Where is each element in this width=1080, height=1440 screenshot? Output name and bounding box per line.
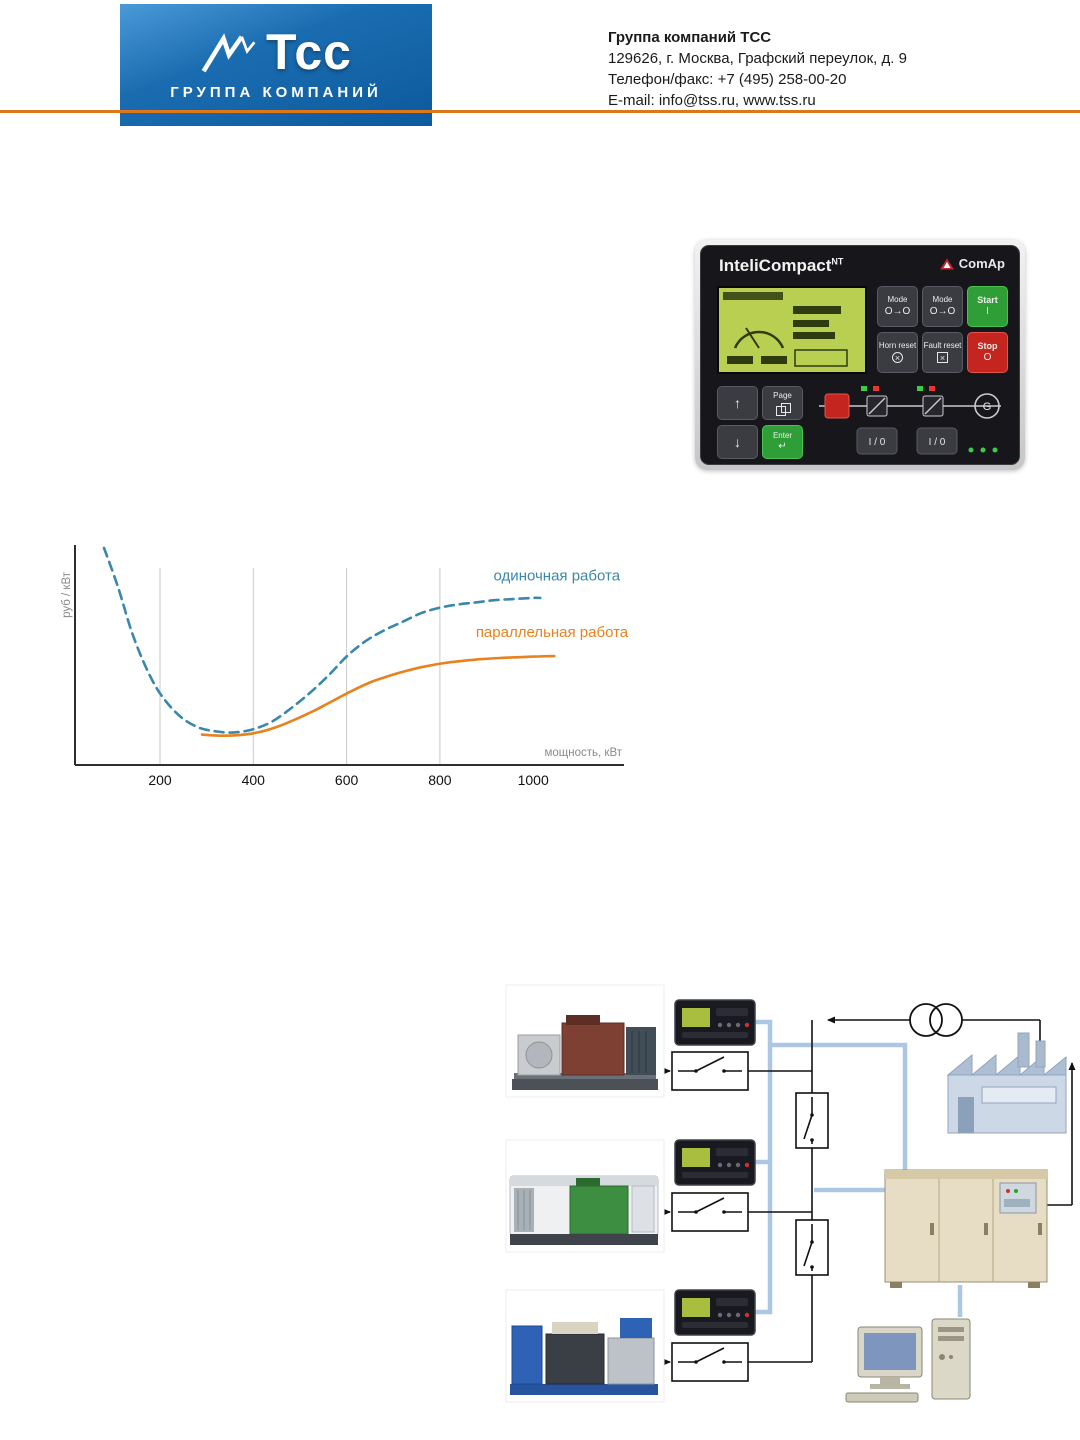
company-phone: Телефон/факс: +7 (495) 258-00-20 [608,71,847,88]
comap-triangle-icon [939,258,954,269]
logo-subtitle: ГРУППА КОМПАНИЙ [170,83,382,101]
monitoring-computer-illustration [845,1318,971,1403]
enter-label: Enter [772,430,793,440]
genset-photo-1 [505,984,665,1098]
start-label: Start [977,294,998,305]
x-tick-label-400: 400 [242,772,266,788]
mode-right-label: Mode [932,295,953,305]
controller-module-3 [674,1289,756,1336]
fault-reset-icon: × [937,352,948,364]
company-address: 129626, г. Москва, Графский переулок, д.… [608,50,907,67]
x-axis-label: мощность, кВт [545,747,623,759]
enter-icon: ↵ [778,441,787,453]
cost-vs-power-chart: 200 400 600 800 1000 мощность, кВт руб / кВт од… [58,538,638,798]
gcb-io-label: I / 0 [929,437,946,448]
mode-right-button: Mode O→O [922,286,963,327]
stop-button: Stop O [967,332,1008,373]
genset-photo-3 [505,1289,665,1403]
mcb-io-label: I / 0 [869,437,886,448]
start-mark-icon: I [986,306,989,318]
x-tick-label-600: 600 [335,772,359,788]
section-breaker-symbol-1 [795,1092,829,1149]
fault-reset-button: Fault reset × [922,332,963,373]
mcb-io-button [856,427,898,455]
down-button: ↓ [717,425,758,459]
lcd-display [717,286,867,374]
chart-svg: 200 400 600 800 1000 мощность, кВт руб / кВт од… [61,545,629,788]
x-tick-label-200: 200 [148,772,172,788]
up-button: ↑ [717,386,758,420]
lcd-gauge-arc [733,330,785,349]
page-icon [776,402,791,416]
y-axis-label: руб / кВт [61,571,73,618]
logo-text: Тсс [265,23,352,80]
mode-left-label: Mode [887,295,908,305]
stop-label: Stop [977,340,998,351]
mode-cycle-icon: O→O [884,305,911,317]
comap-logo: ComAp [939,256,1005,271]
series-curve-0 [102,546,542,734]
lcd-graphics [723,292,848,367]
mode-left-button: Mode O→O [877,286,918,327]
x-tick-label-800: 800 [428,772,452,788]
page-label: Page [773,391,792,401]
section-breaker-symbol-2 [795,1219,829,1276]
generator-symbol-icon [974,393,1000,419]
logo-row: Тсс [200,23,352,80]
tss-logo: Тсс ГРУППА КОМПАНИЙ [120,4,432,126]
genset-breaker-symbol-3 [671,1342,749,1382]
series-label-1: параллельная работа [476,624,629,641]
company-contact-block: Группа компаний ТСС 129626, г. Москва, Г… [608,27,907,111]
led-green-icon [917,386,923,391]
status-led-icon [980,447,986,453]
lcd-gauge-needle [745,327,760,349]
controller-title-text: InteliCompact [719,256,832,275]
enter-button: Enter ↵ [762,425,803,459]
horn-mute-icon: × [892,352,903,364]
arrow-up-icon: ↑ [734,395,741,411]
horn-reset-label: Horn reset [878,340,917,350]
gcb-io-button [916,427,958,455]
comap-logo-text: ComAp [958,256,1005,271]
generator-symbol-letter: G [983,401,992,413]
controller-module-1 [674,999,756,1046]
mimic-diagram: G I / 0 I / 0 [819,386,1001,455]
controller-title-sup: NT [831,256,844,267]
factory-building-illustration [946,1032,1067,1134]
horn-reset-button: Horn reset × [877,332,918,373]
company-name: Группа компаний ТСС [608,29,772,46]
parallel-operation-scheme [480,975,1080,1420]
stop-mark-icon: O [983,352,992,364]
led-green-icon [861,386,867,391]
status-led-icon [992,447,998,453]
controller-title: InteliCompactNT [719,256,843,276]
arrow-down-icon: ↓ [734,434,741,450]
scheme-svg [505,984,1076,1403]
controller-panel: InteliCompactNT ComAp Mo [700,245,1020,465]
switchgear-cabinet-illustration [884,1169,1048,1288]
series-curve-1 [200,654,556,738]
series-label-0: одиночная работа [494,568,621,585]
start-button: Start I [967,286,1008,327]
page-button: Page [762,386,803,420]
mains-fail-button [824,393,850,419]
header-divider [0,110,1080,113]
genset-breaker-symbol-1 [671,1051,749,1091]
mode-cycle-icon: O→O [929,305,956,317]
power-one-line [663,1016,1076,1366]
genset-photo-2 [505,1139,665,1253]
intelicompact-controller-photo: InteliCompactNT ComAp Mo [695,240,1025,470]
led-red-icon [873,386,879,391]
tss-logo-mark [201,32,256,72]
company-email: E-mail: info@tss.ru, www.tss.ru [608,92,816,109]
led-red-icon [929,386,935,391]
genset-breaker-symbol-2 [671,1192,749,1232]
fault-reset-label: Fault reset [923,340,962,350]
controller-module-2 [674,1139,756,1186]
x-tick-label-1000: 1000 [518,772,549,788]
transformer-icon [909,1003,963,1037]
status-led-icon [968,447,974,453]
